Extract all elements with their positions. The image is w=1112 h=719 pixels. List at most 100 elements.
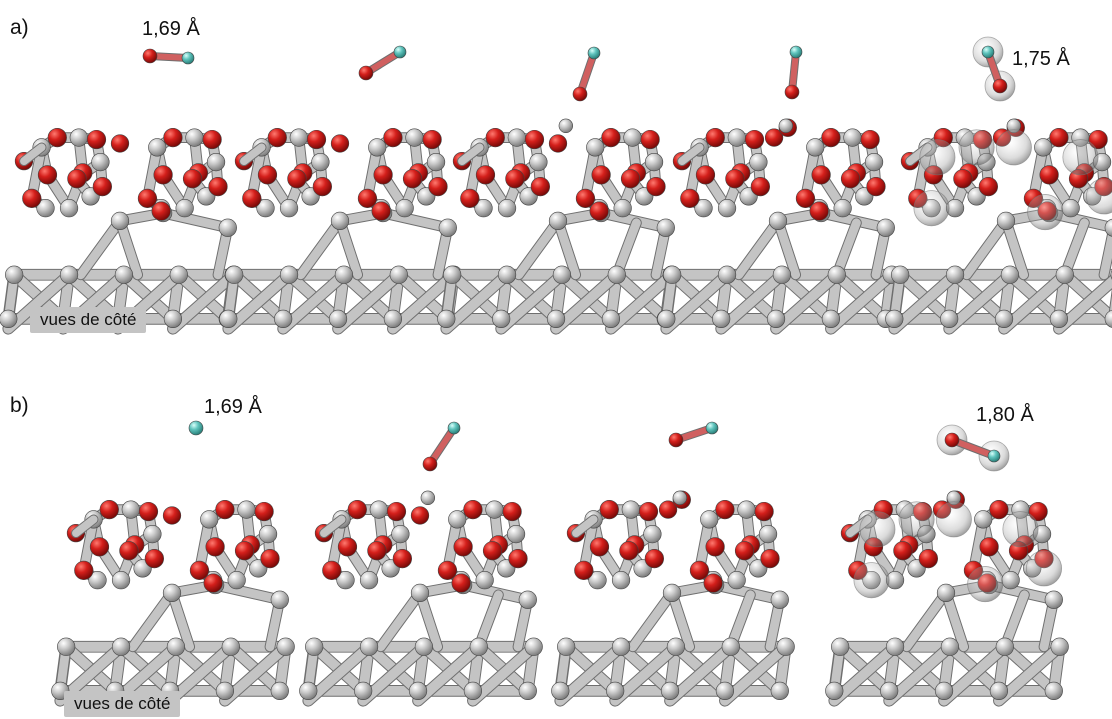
metal-atom <box>546 309 566 329</box>
metal-atom <box>114 265 134 284</box>
bond <box>20 143 46 166</box>
metal-atom <box>162 583 182 603</box>
metal-atom <box>185 128 204 147</box>
metal-atom <box>945 265 965 284</box>
oxygen-atom <box>750 176 770 197</box>
metal-atom <box>721 637 740 656</box>
row-a-distance-final: 1,75 Å <box>1012 48 1070 70</box>
metal-atom <box>662 583 682 603</box>
metal-atom <box>548 211 568 231</box>
density-cloud <box>958 129 995 166</box>
hydrogen-atom <box>987 449 1001 463</box>
bond <box>278 269 349 334</box>
oxygen-atom <box>866 176 886 197</box>
metal-atom <box>768 211 788 231</box>
metal-atom <box>383 309 403 329</box>
density-cloud <box>898 501 935 538</box>
metal-atom <box>59 199 79 218</box>
oxygen-atom <box>574 560 594 580</box>
oxygen-atom <box>764 128 784 147</box>
oxygen-atom <box>599 499 619 520</box>
bond <box>378 208 453 233</box>
structure-panel <box>551 490 795 707</box>
hydrogen-atom <box>393 45 407 59</box>
oxygen-atom <box>162 506 182 525</box>
metal-atom <box>328 309 348 329</box>
metal-atom <box>469 637 488 656</box>
adsorbate-molecule <box>422 421 461 472</box>
metal-atom <box>1000 265 1020 284</box>
bond <box>320 515 346 538</box>
oxygen-atom <box>67 169 87 189</box>
bond <box>726 590 755 652</box>
oxygen-atom <box>689 560 710 580</box>
metal-atom <box>506 524 526 544</box>
bond <box>210 580 285 605</box>
metal-atom <box>420 490 435 505</box>
oxygen-atom <box>485 127 505 148</box>
oxygen-atom <box>357 188 378 208</box>
oxygen-atom <box>257 165 278 185</box>
metal-atom <box>558 118 573 133</box>
metal-atom <box>557 637 576 656</box>
density-cloud <box>967 566 1004 603</box>
oxygen-atom <box>47 127 67 148</box>
density-cloud <box>1025 550 1063 587</box>
oxygen-atom <box>705 127 725 148</box>
metal-atom <box>485 500 504 519</box>
metal-atom <box>885 637 905 656</box>
oxygen-atom <box>734 541 755 561</box>
metal-atom <box>389 265 408 284</box>
metal-atom <box>995 637 1014 656</box>
adsorbate-molecule <box>784 45 803 100</box>
oxygen-atom <box>944 432 960 448</box>
oxygen-atom <box>978 176 998 197</box>
metal-atom <box>359 571 379 590</box>
metal-atom <box>611 637 631 656</box>
oxygen-atom <box>619 541 639 561</box>
metal-atom <box>305 637 324 656</box>
metal-atom <box>368 138 387 157</box>
oxygen-atom <box>422 129 442 150</box>
metal-atom <box>1034 138 1053 157</box>
metal-atom <box>613 199 632 218</box>
metal-atom <box>891 265 910 284</box>
bond <box>333 269 404 334</box>
oxygen-atom <box>524 129 545 150</box>
hydrogen-atom <box>188 420 204 436</box>
bond <box>949 437 997 459</box>
metal-atom <box>448 510 467 529</box>
metal-atom <box>996 211 1016 231</box>
bond <box>72 515 98 538</box>
oxygen-atom <box>422 456 438 472</box>
oxygen-atom <box>383 127 403 148</box>
oxygen-atom <box>347 499 367 520</box>
oxygen-atom <box>644 548 664 569</box>
bond <box>76 216 125 280</box>
oxygen-atom <box>119 541 139 561</box>
oxygen-atom <box>754 501 774 522</box>
metal-atom <box>717 199 737 218</box>
bond <box>1001 216 1029 280</box>
metal-atom <box>354 681 373 701</box>
metal-atom <box>270 681 289 701</box>
oxygen-atom <box>330 134 350 153</box>
metal-atom <box>643 524 662 544</box>
bond <box>115 216 143 280</box>
metal-atom <box>833 199 852 218</box>
metal-atom <box>443 265 462 284</box>
metal-atom <box>414 637 434 656</box>
metal-atom <box>175 199 194 218</box>
metal-atom <box>221 637 240 656</box>
metal-atom <box>806 138 825 157</box>
oxygen-atom <box>638 501 659 522</box>
bond <box>458 143 484 166</box>
oxygen-atom <box>601 127 621 148</box>
metal-atom <box>497 199 517 218</box>
metal-atom <box>279 199 299 218</box>
metal-atom <box>336 571 355 590</box>
oxygen-atom <box>392 548 412 569</box>
oxygen-atom <box>821 127 841 148</box>
oxygen-atom <box>953 169 973 189</box>
metal-atom <box>330 211 350 231</box>
